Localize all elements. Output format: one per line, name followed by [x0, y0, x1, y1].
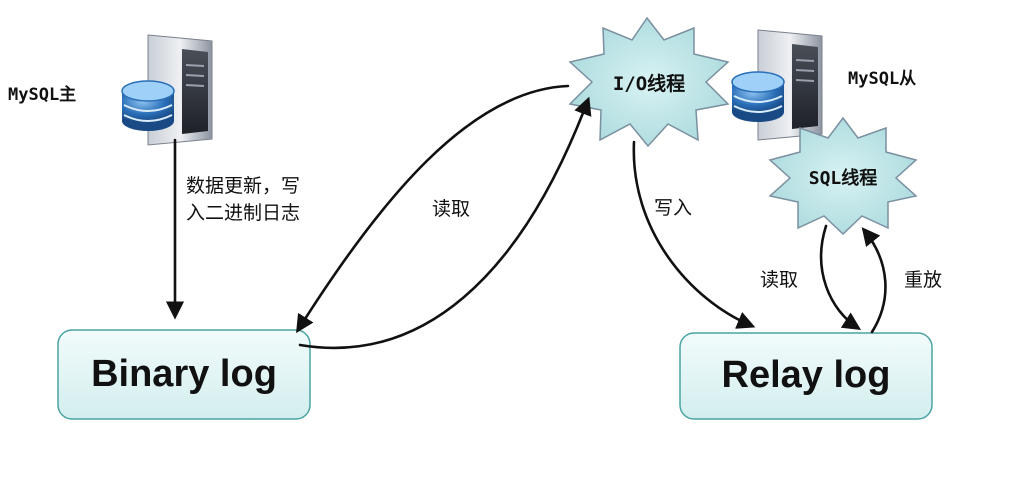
edge-label-replay: 重放 — [904, 269, 942, 291]
sql-thread-label: SQL线程 — [809, 167, 878, 189]
sql-thread-star-icon — [768, 116, 918, 236]
arrow-binlog-to-io — [298, 96, 592, 350]
io-thread-label: I/O线程 — [613, 72, 685, 95]
edge-label-read-relay: 读取 — [760, 269, 798, 291]
arrow-relay-to-sql — [861, 227, 887, 334]
slave-label: MySQL从 — [848, 69, 916, 89]
database-icon — [121, 80, 175, 131]
edge-label-read-binlog: 读取 — [432, 198, 470, 220]
binary-log-box: Binary log — [57, 329, 311, 420]
sql-thread-node: SQL线程 — [768, 116, 918, 236]
relay-log-box: Relay log — [679, 332, 933, 420]
arrow-io-to-relay — [632, 140, 756, 329]
io-thread-star-icon — [568, 16, 730, 148]
master-label: MySQL主 — [8, 84, 76, 105]
relay-log-label: Relay log — [722, 354, 891, 396]
master-server-icon — [121, 34, 213, 146]
database-icon — [731, 71, 785, 122]
edge-label-update-line2: 入二进制日志 — [186, 202, 300, 224]
edge-label-update-line1: 数据更新，写 — [186, 175, 300, 197]
edge-label-write-relay: 写入 — [654, 197, 692, 219]
arrow-io-to-binlog — [296, 84, 570, 334]
arrow-sql-to-relay — [819, 224, 862, 330]
slave-server-icon — [731, 29, 823, 141]
binary-log-label: Binary log — [91, 353, 277, 395]
io-thread-node: I/O线程 — [568, 16, 730, 148]
